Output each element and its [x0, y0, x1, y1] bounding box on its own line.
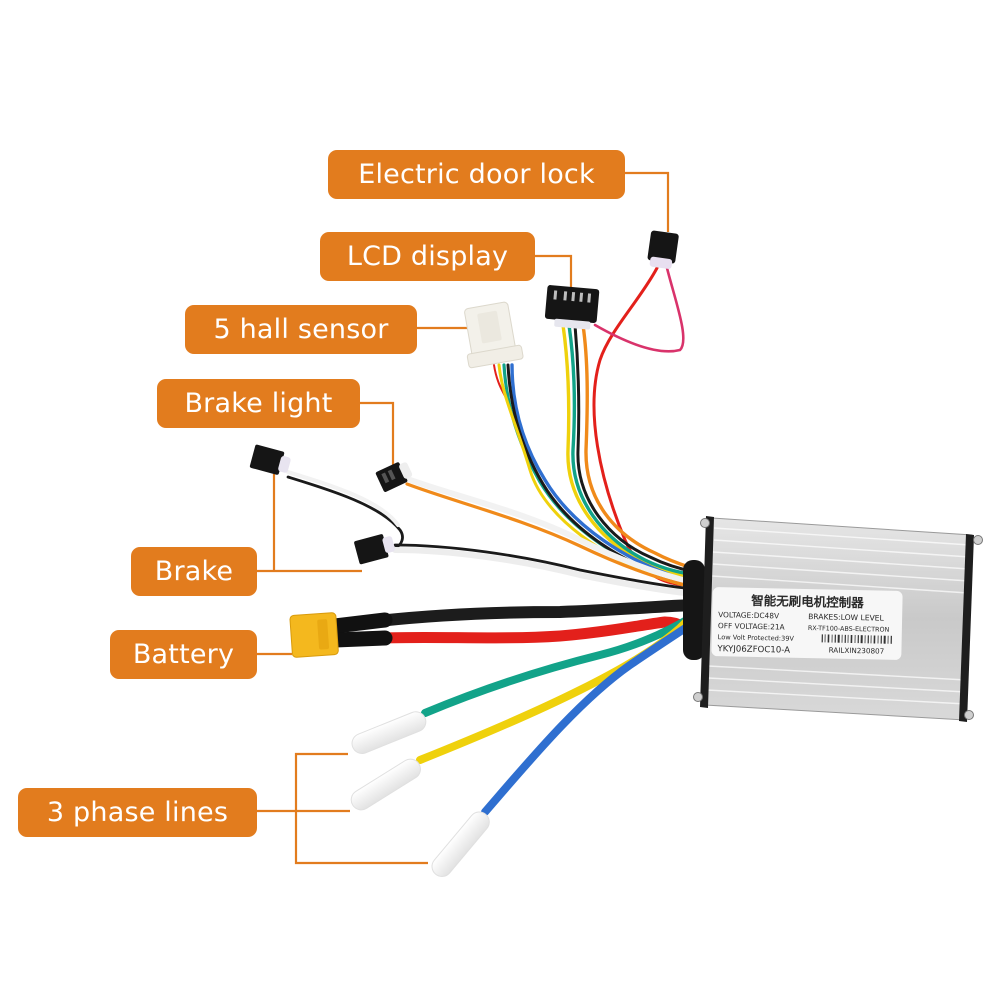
electric-door-lock-connector	[647, 230, 679, 269]
wire-phase-blue	[481, 621, 694, 816]
end-cap-left	[700, 516, 714, 708]
wire-brake-light-white	[402, 475, 698, 586]
callout-battery: Battery	[110, 630, 257, 679]
callout-label: 5 hall sensor	[213, 314, 389, 345]
connectors	[249, 230, 679, 877]
wires	[286, 266, 701, 816]
heat-shrink-red	[327, 630, 393, 648]
wire-brake-black	[393, 543, 697, 591]
wire-brake-left-black	[286, 475, 404, 550]
phase-terminal-blue	[431, 811, 490, 877]
callout-label: 3 phase lines	[46, 797, 229, 828]
screw-top-left	[700, 518, 710, 528]
callout-lcd-display: LCD display	[320, 232, 535, 281]
callout-brake-light: Brake light	[157, 379, 360, 428]
brake-light-connector	[375, 462, 413, 492]
wire-brake-light-orange	[405, 482, 697, 589]
phase-terminal-yellow	[350, 758, 421, 811]
battery-xt60-connector	[289, 612, 339, 658]
sticker-model: YKYJ06ZFOC10-A	[716, 644, 790, 656]
screw-bottom-right	[964, 710, 974, 720]
wire-battery-black	[339, 599, 701, 631]
wire-lcd-yellow	[561, 323, 697, 580]
callout-phase-lines: 3 phase lines	[18, 788, 257, 837]
wire-lcd-orange	[581, 323, 697, 571]
wire-brake-white	[392, 547, 698, 597]
sticker-title: 智能无刷电机控制器	[750, 593, 864, 610]
brake-connector-left	[249, 444, 291, 475]
callout-label: LCD display	[346, 241, 509, 272]
hall-sensor-connector	[464, 301, 524, 369]
callout-label: Brake	[154, 556, 234, 587]
controller-sticker: 智能无刷电机控制器 VOLTAGE:DC48V OFF VOLTAGE:21A …	[711, 587, 903, 660]
sticker-low-volt: Low Volt Protected:39V	[718, 633, 795, 643]
end-cap-right	[959, 534, 974, 722]
wire-door-lock-pink	[593, 266, 685, 353]
sticker-brakes: BRAKES:LOW LEVEL	[808, 612, 885, 623]
brake-connector-right	[354, 534, 395, 565]
leader-lcd-display	[535, 254, 573, 290]
leader-brake-light	[360, 401, 395, 466]
screw-bottom-left	[693, 692, 703, 702]
sticker-off-voltage: OFF VOLTAGE:21A	[718, 621, 785, 631]
sticker-voltage: VOLTAGE:DC48V	[718, 610, 779, 620]
callout-hall-sensor: 5 hall sensor	[185, 305, 417, 354]
callout-label: Electric door lock	[358, 159, 595, 190]
wire-lcd-black	[573, 323, 697, 574]
callout-label: Battery	[132, 639, 235, 670]
wire-phase-green	[421, 614, 694, 717]
wire-lcd-green	[567, 323, 697, 577]
wire-brake-left-white	[286, 470, 400, 527]
sticker-barcode-caption: RAILXIN230807	[829, 646, 885, 656]
screw-top-right	[973, 535, 983, 545]
sticker-part-number: RX-TF100-ABS-ELECTRON	[808, 624, 890, 634]
callout-electric-door-lock: Electric door lock	[328, 150, 625, 199]
leader-door-lock	[625, 171, 670, 232]
leader-phase-bracket	[294, 752, 428, 865]
motor-controller: 智能无刷电机控制器 VOLTAGE:DC48V OFF VOLTAGE:21A …	[683, 516, 983, 722]
heat-shrink-black	[327, 612, 393, 634]
cable-grommet	[683, 560, 705, 660]
lcd-display-connector	[544, 285, 600, 330]
heatsink-fins	[706, 527, 971, 705]
sticker-barcode	[821, 634, 892, 644]
leader-lines	[257, 171, 670, 865]
callout-label: Brake light	[184, 388, 333, 419]
phase-terminal-green	[351, 711, 427, 754]
callout-brake: Brake	[131, 547, 257, 596]
